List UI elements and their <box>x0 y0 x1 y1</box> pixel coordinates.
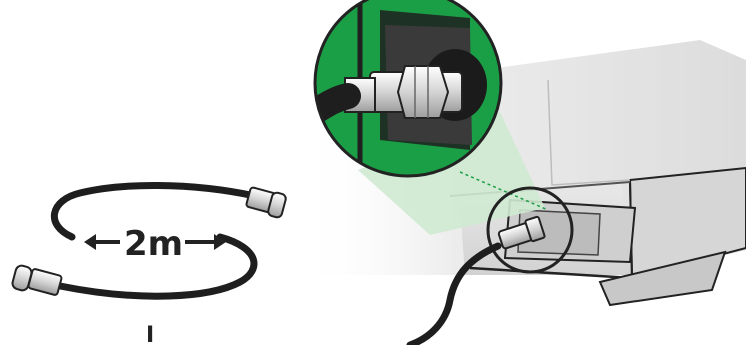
connector-icon <box>11 264 62 295</box>
cable-length-label: 2m <box>124 224 183 264</box>
cable-marker-text: I <box>146 323 154 345</box>
connector-icon <box>246 187 287 218</box>
length-indicator: 2m <box>84 224 226 264</box>
